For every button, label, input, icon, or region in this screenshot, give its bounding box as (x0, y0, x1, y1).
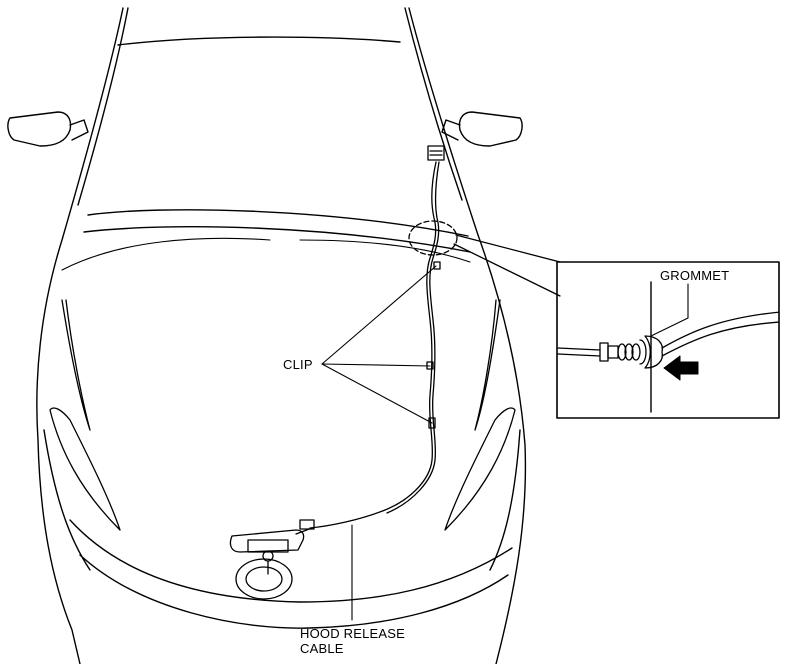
right-headlight (444, 299, 516, 531)
grommet-detail-circle (408, 220, 458, 256)
clip-label: CLIP (283, 357, 313, 372)
left-headlight (49, 299, 121, 531)
front-emblem (235, 558, 293, 600)
inset-callout-lines (453, 234, 561, 297)
hood-release-cable (309, 161, 440, 529)
push-arrow-icon (663, 355, 699, 381)
grommet-inset (556, 261, 780, 419)
hood-latch (229, 519, 315, 575)
hood-release-cable-label-line1: HOOD RELEASE (300, 626, 405, 641)
car-body-outline (36, 7, 527, 664)
hood-surface (61, 237, 471, 271)
right-mirror (441, 111, 523, 147)
clip-leader-lines (321, 265, 437, 424)
hood-release-cable-label-line2: CABLE (300, 641, 344, 656)
grommet-label: GROMMET (660, 268, 730, 283)
left-mirror (7, 111, 89, 147)
cable-clips (426, 261, 441, 429)
release-lever (427, 145, 445, 161)
